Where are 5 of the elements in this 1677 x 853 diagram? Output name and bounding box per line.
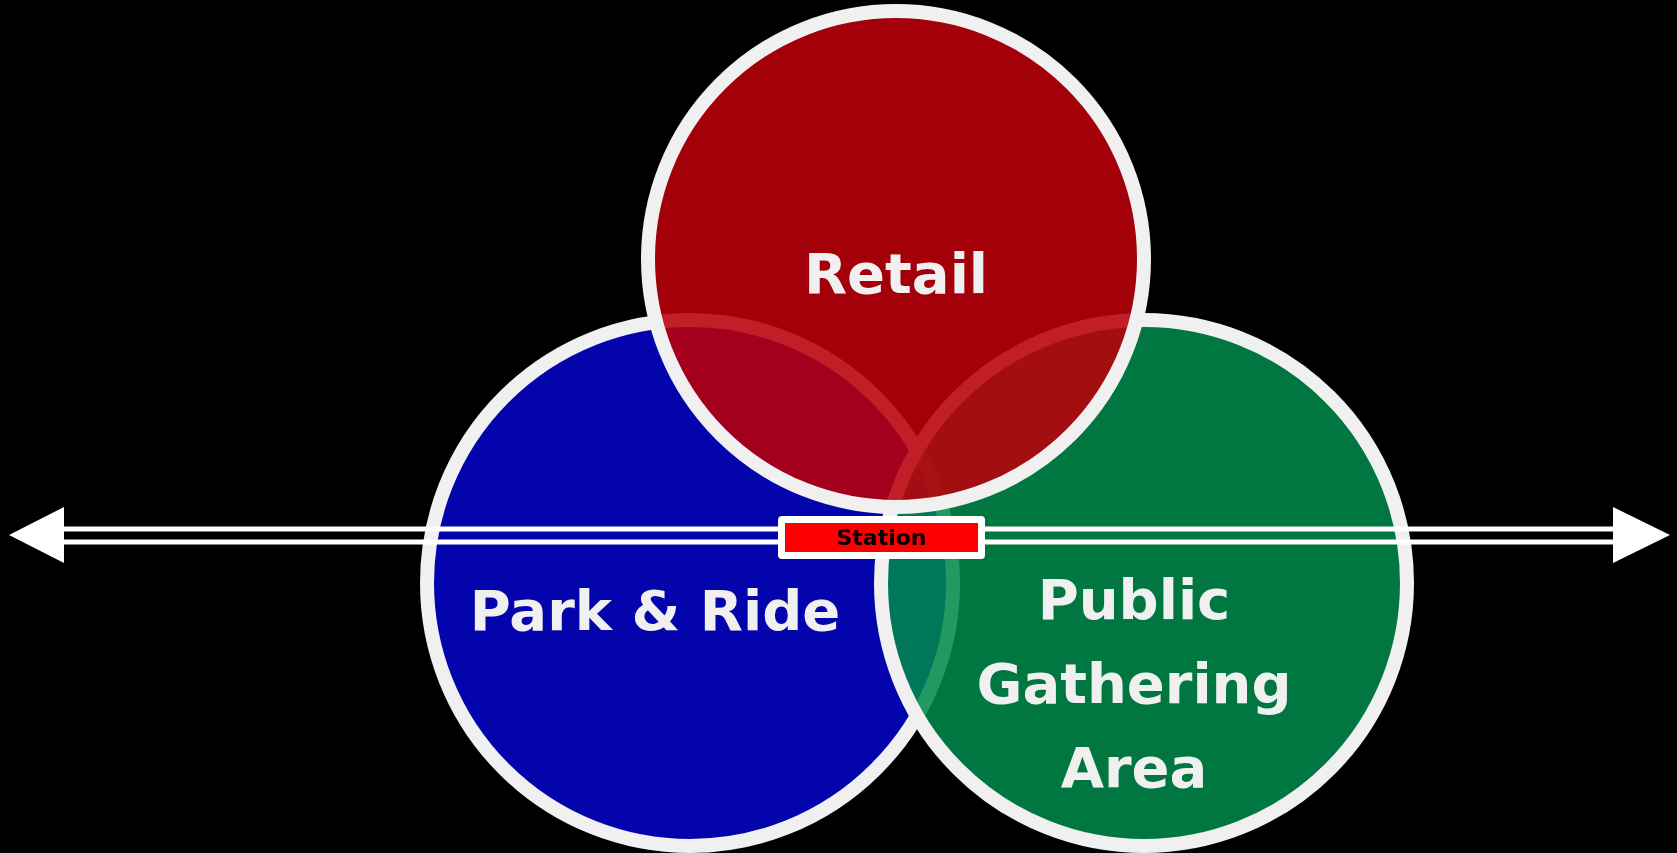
circle-label: Public Gathering Area (975, 566, 1293, 802)
station-label: Station (836, 525, 927, 550)
station-box (778, 516, 985, 559)
circle-label: Park & Ride (468, 577, 842, 645)
circle-label: Retail (802, 240, 990, 308)
